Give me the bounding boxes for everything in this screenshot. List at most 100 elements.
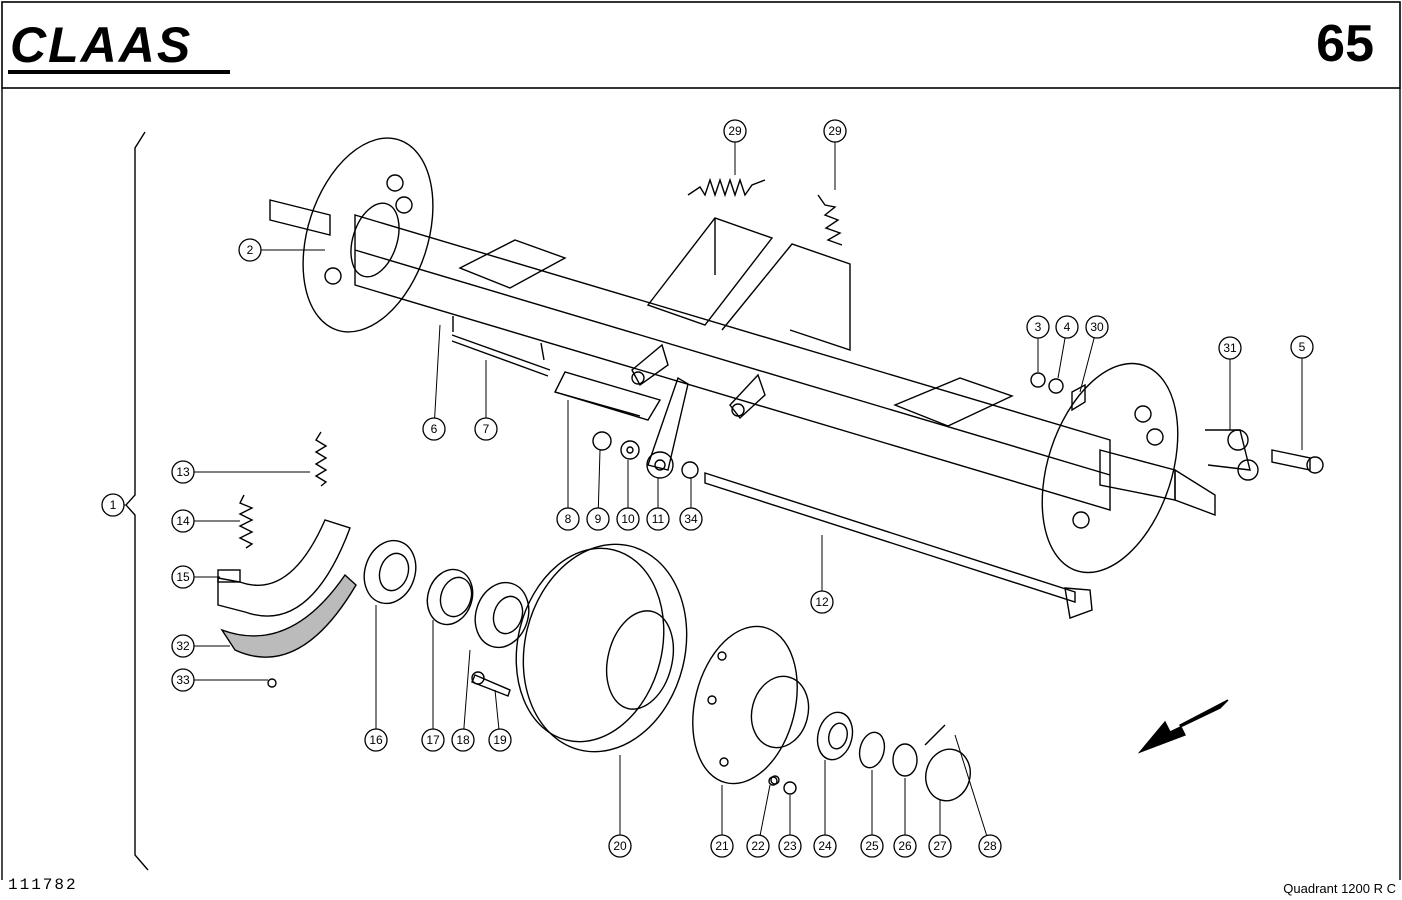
brake-lining-32 xyxy=(220,573,357,658)
bolt-5 xyxy=(1271,449,1324,474)
callout-13: 13 xyxy=(171,460,195,484)
lock-plate-30 xyxy=(1071,383,1086,412)
rivet-33 xyxy=(267,678,277,688)
callout-4: 4 xyxy=(1055,315,1079,339)
callout-circle xyxy=(860,834,884,858)
callout-circle xyxy=(451,728,475,752)
callout-number: 17 xyxy=(426,733,440,747)
callout-18: 18 xyxy=(451,728,475,752)
callout-15: 15 xyxy=(171,565,195,589)
callout-number: 4 xyxy=(1064,320,1071,334)
callout-number: 34 xyxy=(684,512,698,526)
callout-circle xyxy=(928,834,952,858)
callout-number: 23 xyxy=(783,839,797,853)
callout-10: 10 xyxy=(616,507,640,531)
callout-circle xyxy=(171,460,195,484)
callout-20: 20 xyxy=(608,834,632,858)
callout-number: 29 xyxy=(728,124,742,138)
callout-32: 32 xyxy=(171,634,195,658)
callout-28: 28 xyxy=(978,834,1002,858)
bush-34 xyxy=(681,461,699,479)
nut-23 xyxy=(783,781,797,795)
callout-circle xyxy=(101,493,125,517)
leader-line-6 xyxy=(433,324,441,430)
callout-number: 29 xyxy=(828,124,842,138)
callout-number: 30 xyxy=(1090,320,1104,334)
washer-10 xyxy=(620,440,640,460)
callout-circle xyxy=(710,834,734,858)
callout-number: 15 xyxy=(176,570,190,584)
callout-12: 12 xyxy=(810,590,834,614)
bearing-18 xyxy=(474,581,530,649)
callout-number: 28 xyxy=(983,839,997,853)
bearing-24 xyxy=(816,711,854,761)
brake-drum-20 xyxy=(515,543,688,753)
washer-25 xyxy=(858,731,886,769)
plate-8 xyxy=(554,371,662,421)
callout-number: 10 xyxy=(621,512,635,526)
callout-circle xyxy=(171,634,195,658)
callout-circle xyxy=(364,728,388,752)
callout-number: 16 xyxy=(369,733,383,747)
callout-number: 20 xyxy=(613,839,627,853)
callout-number: 13 xyxy=(176,465,190,479)
callout-27: 27 xyxy=(928,834,952,858)
callout-circle xyxy=(778,834,802,858)
claas-logo: CLAAS xyxy=(8,17,230,74)
callout-1: 1 xyxy=(101,493,125,517)
callout-circle xyxy=(893,834,917,858)
callout-number: 19 xyxy=(493,733,507,747)
callout-circle xyxy=(1085,315,1109,339)
castle-nut-26 xyxy=(892,743,918,777)
axle-beam xyxy=(269,137,1216,574)
callout-number: 24 xyxy=(818,839,832,853)
callout-circle xyxy=(978,834,1002,858)
callout-3: 3 xyxy=(1026,315,1050,339)
group-bracket xyxy=(125,131,149,871)
spring-14 xyxy=(238,494,254,549)
callout-circle xyxy=(556,507,580,531)
callout-number: 9 xyxy=(595,512,602,526)
nut-9 xyxy=(592,431,612,451)
cam-shaft-12 xyxy=(704,472,1093,619)
pin-31 xyxy=(1205,429,1259,481)
callout-circle xyxy=(171,668,195,692)
callout-11: 11 xyxy=(646,507,670,531)
callout-34: 34 xyxy=(679,507,703,531)
callout-circle xyxy=(823,119,847,143)
callout-circle xyxy=(1218,336,1242,360)
callout-26: 26 xyxy=(893,834,917,858)
callout-29: 29 xyxy=(723,119,747,143)
svg-text:CLAAS: CLAAS xyxy=(10,17,192,73)
rod-7 xyxy=(451,316,551,377)
callout-circle xyxy=(488,728,512,752)
leader-lines xyxy=(113,131,1303,847)
callout-7: 7 xyxy=(474,417,498,441)
callout-16: 16 xyxy=(364,728,388,752)
callout-circle xyxy=(723,119,747,143)
callout-circle xyxy=(586,507,610,531)
drawing-number: 111782 xyxy=(8,876,78,894)
callout-29: 29 xyxy=(823,119,847,143)
callout-circle xyxy=(238,238,262,262)
callout-circle xyxy=(616,507,640,531)
callout-22: 22 xyxy=(746,834,770,858)
callout-number: 26 xyxy=(898,839,912,853)
callout-33: 33 xyxy=(171,668,195,692)
callout-circle xyxy=(646,507,670,531)
callout-circle xyxy=(679,507,703,531)
callout-6: 6 xyxy=(422,417,446,441)
wheel-stud-19 xyxy=(471,671,511,697)
callout-circle xyxy=(1026,315,1050,339)
callout-number: 25 xyxy=(865,839,879,853)
callout-circle xyxy=(608,834,632,858)
seal-16 xyxy=(363,539,417,605)
callout-31: 31 xyxy=(1218,336,1242,360)
callout-circle xyxy=(1290,335,1314,359)
callout-circle xyxy=(810,590,834,614)
split-pin-28 xyxy=(924,724,946,746)
model-name: Quadrant 1200 R C xyxy=(1283,881,1396,896)
springs-29 xyxy=(687,177,843,246)
callout-number: 7 xyxy=(483,422,490,436)
